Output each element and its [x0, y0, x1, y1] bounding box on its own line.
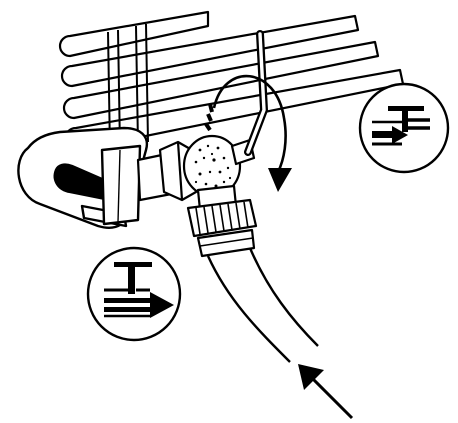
radiator-tubes: [58, 10, 405, 152]
radiator-tube-top: [58, 10, 210, 58]
flow-arrow-icon: [298, 364, 354, 420]
rotate-arrow-icon: [204, 74, 292, 192]
valve-body: [136, 134, 256, 212]
valve-open-icon: [358, 82, 450, 174]
radiator-tube-3: [62, 40, 380, 120]
hose-connector: [186, 198, 258, 258]
hose: [206, 247, 319, 363]
elbow-fitting: [17, 126, 149, 229]
valve-closed-icon: [86, 246, 182, 342]
bleed-key[interactable]: [244, 30, 268, 156]
